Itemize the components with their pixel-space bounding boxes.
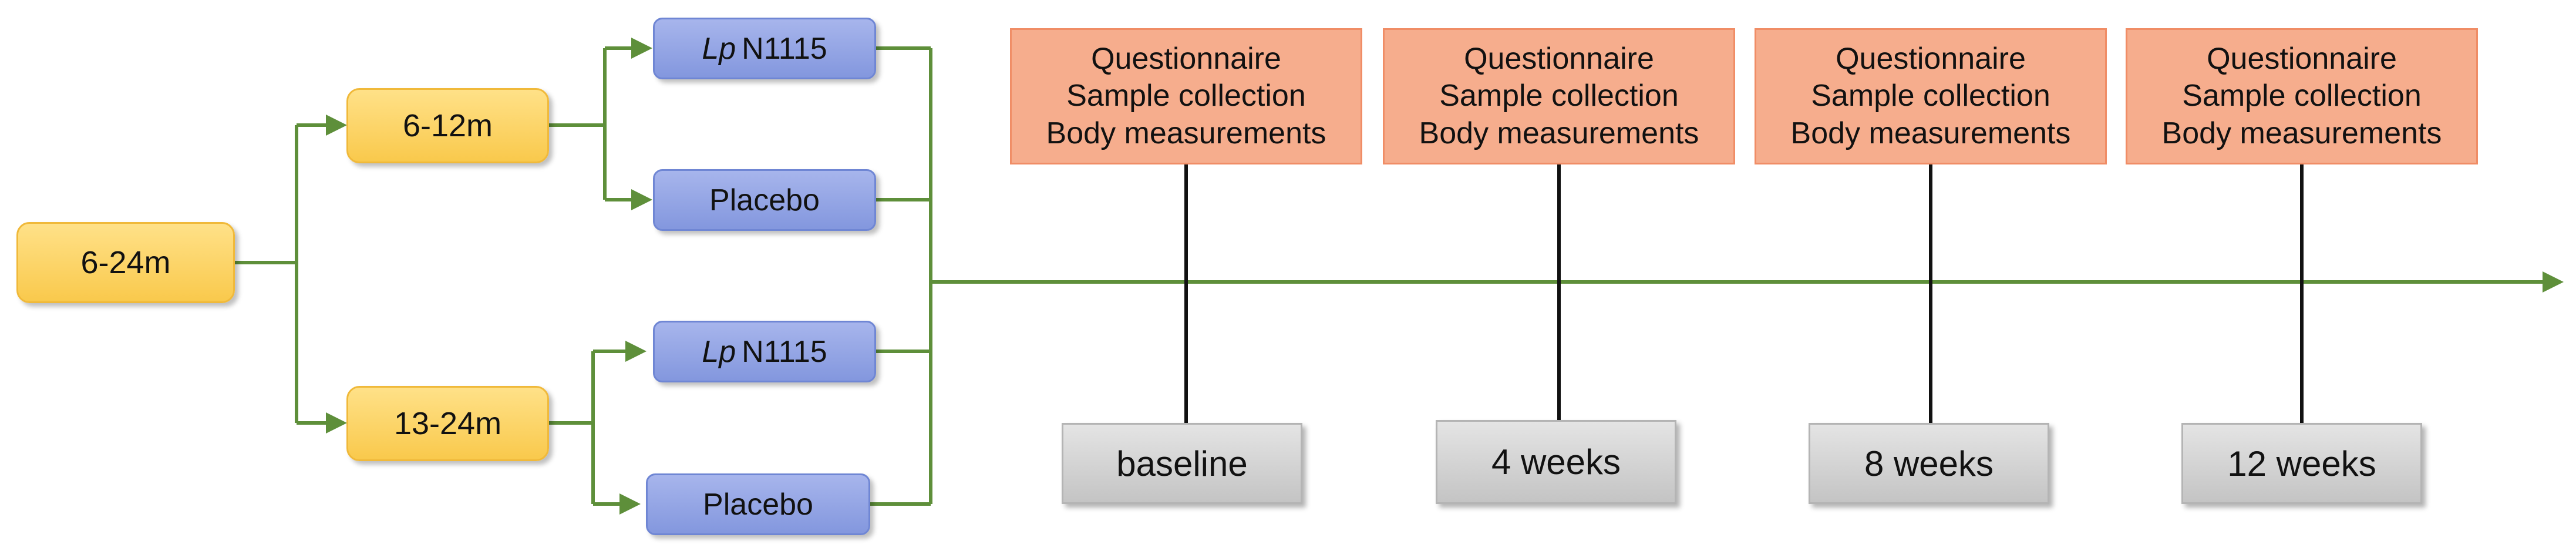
arm-probiotic-2: Lp N1115 [653, 321, 876, 382]
root-age-label: 6-24m [80, 245, 171, 280]
measurement-body: Body measurements [2161, 116, 2442, 150]
measurement-sample-collection: Sample collection [1066, 79, 1306, 113]
measurement-sample-collection: Sample collection [2182, 79, 2422, 113]
measurement-questionnaire: Questionnaire [2207, 41, 2397, 76]
arm-probiotic-1: Lp N1115 [653, 18, 876, 79]
root-age-range: 6-24m [16, 222, 235, 303]
measurement-sample-collection: Sample collection [1439, 79, 1679, 113]
strain-italic: Lp [702, 31, 736, 66]
timepoint-8-weeks: 8 weeks [1809, 423, 2049, 504]
timepoint-label: 4 weeks [1491, 442, 1621, 482]
measurement-questionnaire: Questionnaire [1091, 41, 1281, 76]
measurement-questionnaire: Questionnaire [1464, 41, 1654, 76]
measurement-body: Body measurements [1419, 116, 1699, 150]
arm-label: Placebo [709, 183, 820, 217]
measurement-box-2: Questionnaire Sample collection Body mea… [1383, 28, 1735, 164]
age-group-label: 6-12m [402, 108, 493, 143]
timepoint-label: baseline [1116, 444, 1248, 483]
timepoint-label: 8 weeks [1864, 444, 1994, 483]
measurement-body: Body measurements [1046, 116, 1326, 150]
arm-label: Placebo [703, 487, 813, 522]
arm-placebo-1: Placebo [653, 169, 876, 231]
arm-label: N1115 [742, 334, 827, 369]
timepoint-label: 12 weeks [2227, 444, 2376, 483]
measurement-sample-collection: Sample collection [1811, 79, 2050, 113]
age-group-label: 13-24m [393, 406, 502, 441]
age-group-1: 6-12m [346, 88, 549, 163]
arm-placebo-2: Placebo [646, 473, 870, 535]
age-group-2: 13-24m [346, 386, 549, 461]
measurement-box-1: Questionnaire Sample collection Body mea… [1010, 28, 1362, 164]
timepoint-12-weeks: 12 weeks [2181, 423, 2422, 504]
measurement-box-4: Questionnaire Sample collection Body mea… [2126, 28, 2478, 164]
arm-label: N1115 [742, 31, 827, 66]
measurement-questionnaire: Questionnaire [1836, 41, 2026, 76]
measurement-body: Body measurements [1790, 116, 2071, 150]
strain-italic: Lp [702, 334, 736, 369]
timepoint-baseline: baseline [1062, 423, 1302, 504]
timepoint-4-weeks: 4 weeks [1436, 420, 1676, 504]
measurement-box-3: Questionnaire Sample collection Body mea… [1755, 28, 2107, 164]
